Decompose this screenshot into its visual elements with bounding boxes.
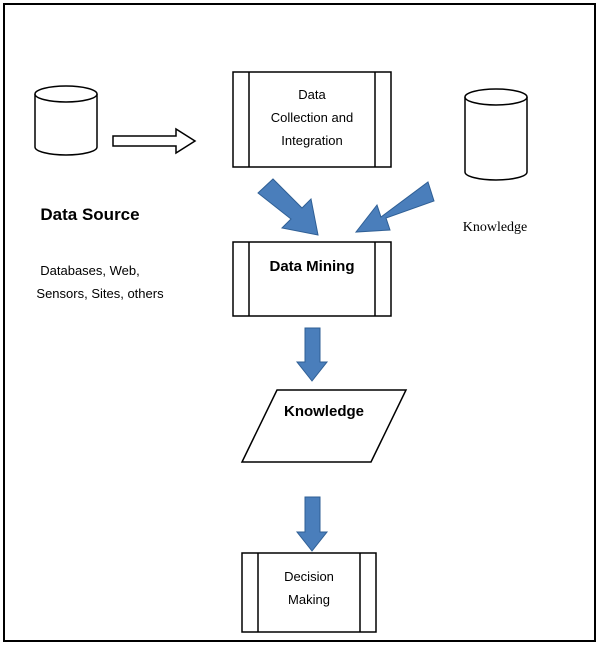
data-source-cylinder-icon: [34, 85, 98, 156]
data-source-title: Data Source: [40, 205, 140, 224]
knowledge-to-mining-arrow: [354, 181, 435, 233]
knowledge-cylinder-icon: [464, 88, 528, 181]
mining-box: [232, 241, 392, 317]
knowledge-output-label: Knowledge: [283, 403, 364, 420]
data-source-line2: Sensors, Sites, others: [36, 286, 164, 301]
source-to-collection-arrow: [112, 127, 197, 155]
data-source-line1: Databases, Web,: [40, 263, 140, 278]
knowledge-to-decision-arrow: [295, 496, 329, 552]
knowledge-output-shape: [240, 389, 408, 463]
mining-to-knowledge-arrow: [295, 327, 329, 382]
collection-line2: Collection and: [270, 110, 354, 125]
knowledge-base-label: Knowledge: [462, 220, 528, 235]
decision-line2: Making: [288, 592, 330, 607]
decision-box: [241, 552, 377, 633]
collection-box: [232, 71, 392, 168]
collection-line1: Data: [298, 87, 326, 102]
collection-to-mining-arrow: [257, 178, 319, 236]
mining-box-label: Data Mining: [269, 258, 355, 275]
decision-line1: Decision: [284, 569, 334, 584]
collection-line3: Integration: [281, 133, 343, 148]
